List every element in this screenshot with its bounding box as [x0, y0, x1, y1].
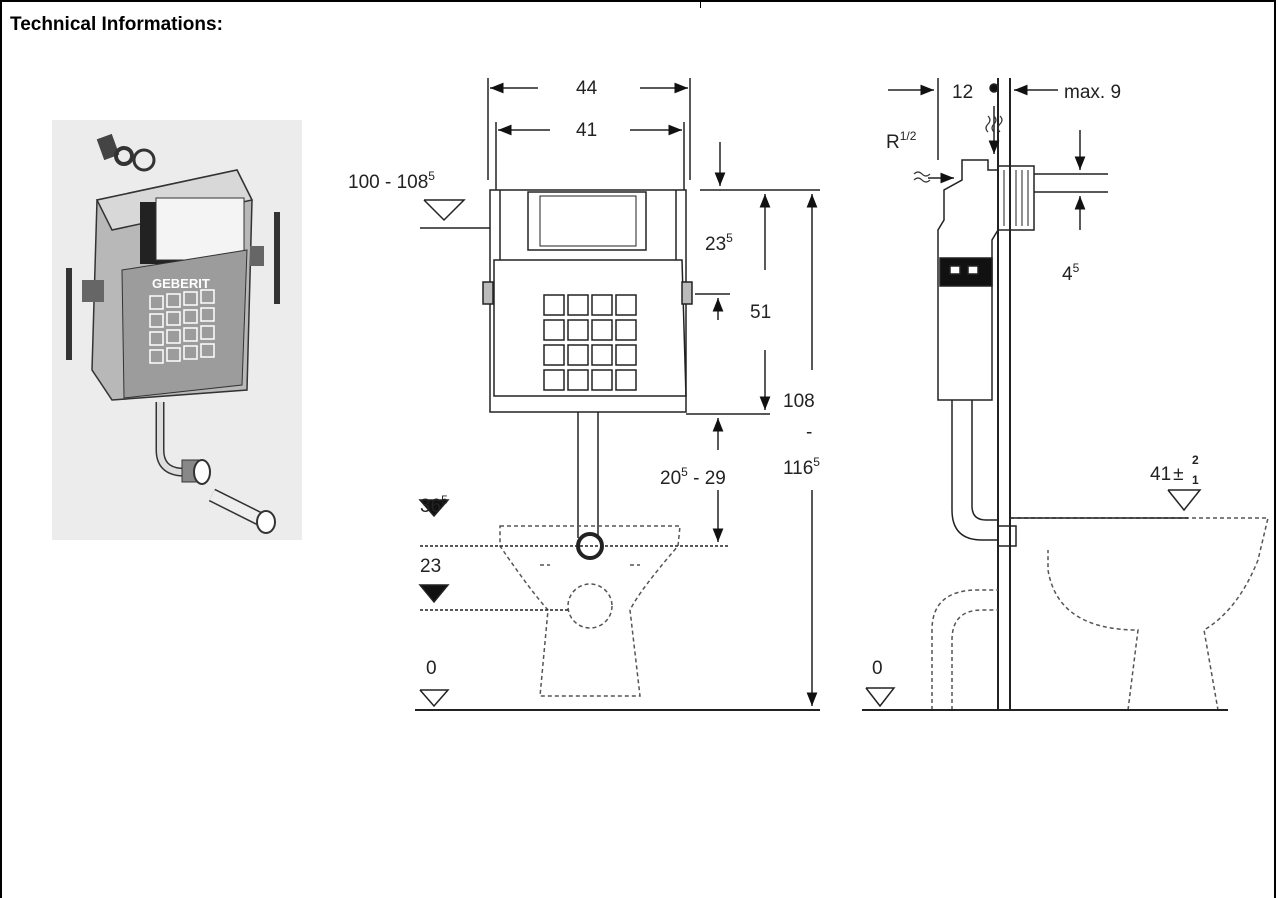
- dim-top-offset-sup: 5: [726, 231, 733, 245]
- water-inlet-icon: [913, 115, 1003, 183]
- dim-seat-tol-plus: 2: [1192, 453, 1199, 467]
- svg-text:235: 235: [705, 231, 733, 255]
- dim-outlet-level-sup: 5: [441, 493, 448, 507]
- dim-floor-level: 0: [872, 658, 883, 679]
- dim-mount-height-sup: 5: [428, 169, 435, 183]
- dim-inlet: R: [886, 132, 900, 153]
- svg-text:205 - 29: 205 - 29: [660, 465, 726, 489]
- front-view-drawing: 44 41 100 - 1085 235 51 108 - 1165 205 -…: [348, 78, 820, 711]
- brand-label: GEBERIT: [152, 276, 210, 291]
- dim-width-inner: 41: [576, 120, 597, 141]
- dim-total-height-bottom-sup: 5: [813, 455, 820, 469]
- side-view-drawing: 12 max. 9 R1/2 45 41± 2 1 0: [862, 78, 1269, 711]
- svg-text:41±: 41±: [1150, 464, 1184, 485]
- dim-mount-height: 100 - 108: [348, 172, 428, 193]
- dim-seat-height: 41: [1150, 464, 1171, 485]
- dim-inlet-frac: 1/2: [900, 129, 917, 143]
- dim-seat-level: 23: [420, 556, 441, 577]
- dim-floor-level: 0: [426, 658, 437, 679]
- dim-total-height-bottom: 116: [783, 458, 813, 479]
- dim-outlet-range-rest: - 29: [688, 468, 726, 489]
- dim-max-wall: max. 9: [1064, 82, 1121, 103]
- svg-text:100 - 1085: 100 - 1085: [348, 169, 435, 193]
- table-divider: [700, 0, 701, 8]
- dim-inlet-offset: 4: [1062, 264, 1073, 285]
- dim-depth: 12: [952, 82, 973, 103]
- dim-top-offset: 23: [705, 234, 726, 255]
- dim-width-outer: 44: [576, 78, 598, 99]
- svg-text:R1/2: R1/2: [886, 129, 917, 153]
- product-illustration: GEBERIT: [52, 120, 302, 540]
- dim-inlet-offset-sup: 5: [1073, 261, 1080, 275]
- valve-icon: [96, 133, 156, 172]
- dim-total-height-top: 108: [783, 391, 815, 412]
- svg-text:1165: 1165: [783, 455, 820, 479]
- dim-outlet-range-sup: 5: [681, 465, 688, 479]
- section-title: Technical Informations:: [10, 14, 223, 35]
- svg-text:45: 45: [1062, 261, 1080, 285]
- dim-outlet-range: 20: [660, 468, 681, 489]
- dim-outlet-level: 36: [420, 496, 441, 517]
- dim-seat-tol-minus: 1: [1192, 473, 1199, 487]
- dim-total-height-sep: -: [806, 422, 812, 443]
- dim-bracket-offset: 51: [750, 302, 771, 323]
- svg-text:365: 365: [420, 493, 448, 517]
